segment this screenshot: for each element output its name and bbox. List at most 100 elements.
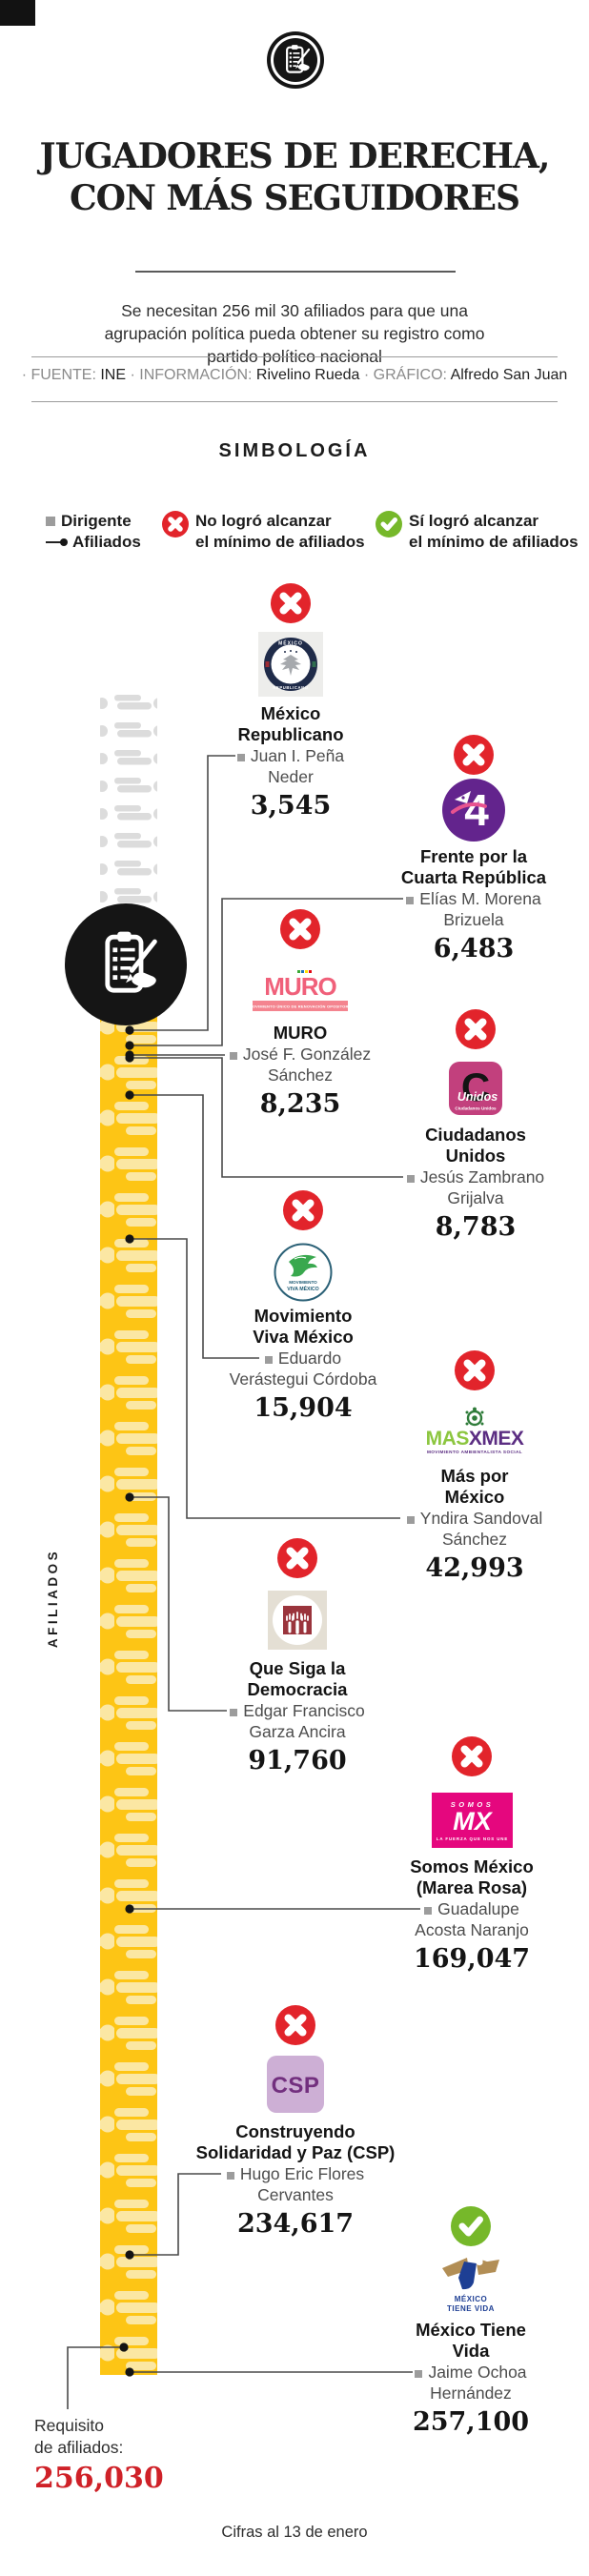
clipboard-logo-icon: [267, 31, 324, 89]
party-leader: Elías M. Morena Brizuela: [406, 888, 541, 930]
requirement-value: 256,030: [34, 2462, 164, 2495]
affiliates-value: 257,100: [412, 2407, 530, 2437]
affiliates-value: 169,047: [413, 1944, 531, 1974]
affiliates-value: 6,483: [433, 934, 515, 963]
svg-text:CSP: CSP: [272, 2073, 320, 2099]
svg-text:MOVIMIENTO: MOVIMIENTO: [289, 1280, 317, 1285]
party-leader: Juan I. Peña Neder: [236, 745, 344, 787]
dirigente-square-icon: [406, 1175, 415, 1183]
affiliates-value: 8,235: [259, 1089, 341, 1119]
frente-cuarta-logo: 4: [442, 779, 505, 842]
status-failed-icon: [456, 1009, 496, 1049]
clipboard-badge-icon: [65, 903, 187, 1025]
connector-lines: [67, 755, 420, 2409]
raised-hands-icon: [286, 1612, 309, 1634]
party-leader: Guadalupe Acosta Naranjo: [415, 1899, 529, 1939]
party-leader: Yndira Sandoval Sánchez: [406, 1508, 542, 1550]
gray-people-strip: [100, 684, 157, 905]
mexico-tiene-vida-logo: MÉXICO TIENE VIDA: [442, 2258, 499, 2313]
status-failed-icon: [277, 1538, 317, 1578]
somos-mx-logo: SOMOS MX LA FUERZA QUE NOS UNE: [431, 1793, 513, 1848]
corner-mark: [0, 0, 35, 26]
dirigente-square-icon: [264, 1356, 273, 1364]
party-leader: Edgar Francisco Garza Ancira: [230, 1700, 365, 1742]
affiliates-value: 42,993: [425, 1553, 524, 1583]
svg-text:MX: MX: [453, 1807, 493, 1836]
afiliados-dot-icon: [60, 538, 68, 546]
svg-text:MURO: MURO: [264, 972, 336, 1001]
status-passed-icon: [451, 2206, 491, 2246]
svg-text:MOVIMIENTO AMBIENTALISTA SOCIA: MOVIMIENTO AMBIENTALISTA SOCIAL: [427, 1450, 522, 1454]
dirigente-square-icon: [406, 897, 415, 904]
ciudadanos-unidos-logo: C Unidos Ciudadanos Unidos: [449, 1062, 502, 1115]
dirigente-square-icon: [415, 2370, 423, 2378]
requirement-annotation: Requisito de afiliados: 256,030: [34, 2415, 168, 2496]
svg-text:REPUBLICANO: REPUBLICANO: [273, 685, 308, 690]
que-siga-democracia-logo: [268, 1591, 327, 1650]
party-name: MURO: [273, 1023, 328, 1043]
legend-fail-icon: [162, 511, 189, 538]
dirigente-square-icon: [424, 1907, 433, 1915]
status-failed-icon: [454, 735, 494, 775]
svg-text:MASXMEX: MASXMEX: [426, 1428, 524, 1450]
party-muro: MURO MOVIMIENTO ÚNICO DE RENOVACIÓN OPOS…: [205, 909, 396, 1119]
footer-note: Cifras al 13 de enero: [221, 2524, 368, 2541]
viva-mexico-logo: MOVIMIENTO VIVA MÉXICO: [274, 1243, 333, 1302]
dirigente-square-icon: [229, 1052, 237, 1060]
axis-label: AFILIADOS: [46, 1548, 60, 1649]
legend-heading: SIMBOLOGÍA: [218, 440, 371, 461]
dirigente-square-icon: [46, 517, 55, 526]
party-mas-por-mexico: MASXMEX MOVIMIENTO AMBIENTALISTA SOCIAL …: [379, 1350, 570, 1583]
dirigente-square-icon: [230, 1709, 238, 1716]
status-failed-icon: [452, 1736, 492, 1776]
affiliates-value: 234,617: [236, 2209, 355, 2239]
svg-text:LA FUERZA QUE NOS UNE: LA FUERZA QUE NOS UNE: [436, 1836, 507, 1841]
svg-text:MÉXICO: MÉXICO: [455, 2295, 488, 2303]
affiliates-value: 91,760: [248, 1746, 347, 1775]
svg-text:VIVA MÉXICO: VIVA MÉXICO: [287, 1285, 318, 1292]
intro-text: Se necesitan 256 mil 30 afiliados para q…: [104, 301, 485, 366]
affiliates-value: 15,904: [254, 1393, 353, 1423]
affiliate-dots: [119, 1025, 134, 2377]
status-failed-icon: [280, 909, 320, 949]
masxmex-logo: MASXMEX MOVIMIENTO AMBIENTALISTA SOCIAL: [426, 1407, 524, 1454]
dirigente-square-icon: [406, 1516, 415, 1524]
party-name: Somos México(Marea Rosa): [410, 1856, 534, 1897]
status-failed-icon: [455, 1350, 495, 1390]
party-leader: Eduardo Verástegui Córdoba: [229, 1349, 377, 1389]
source-rule-top: [31, 356, 558, 357]
svg-text:SOMOS: SOMOS: [450, 1800, 493, 1809]
party-somos-mexico: SOMOS MX LA FUERZA QUE NOS UNE Somos Méx…: [376, 1736, 567, 1974]
page-title: JUGADORES DE DERECHA, CON MÁS SEGUIDORES: [39, 136, 551, 218]
csp-logo: CSP: [267, 2056, 324, 2113]
affiliates-column: [100, 1005, 157, 2375]
affiliates-value: 8,783: [435, 1212, 517, 1242]
legend-dirigente: Dirigente Afiliados: [46, 511, 141, 553]
dirigente-square-icon: [236, 754, 245, 761]
title-divider: [135, 271, 456, 273]
svg-text:Unidos: Unidos: [457, 1090, 498, 1104]
svg-text:C: C: [461, 1065, 490, 1109]
turtle-icon: [465, 1407, 484, 1427]
party-leader: Jaime Ochoa Hernández: [415, 2362, 527, 2404]
muro-logo: MURO MOVIMIENTO ÚNICO DE RENOVACIÓN OPOS…: [253, 969, 348, 1011]
party-leader: Jesús Zambrano Grijalva: [406, 1166, 544, 1208]
party-leader: José F. González Sánchez: [229, 1044, 371, 1085]
status-failed-icon: [283, 1190, 323, 1230]
